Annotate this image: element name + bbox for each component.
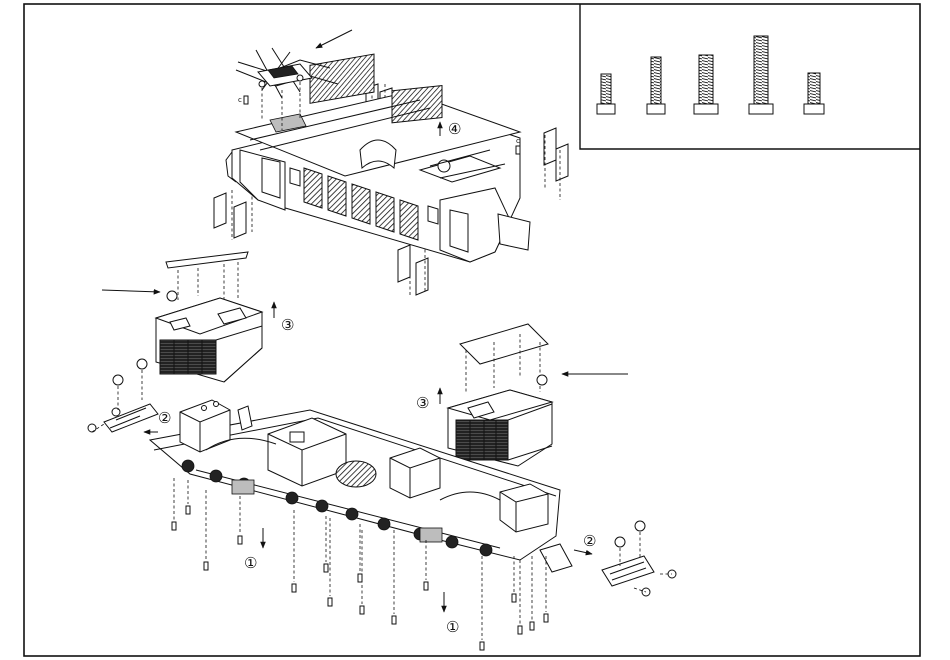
screw-label: c xyxy=(516,137,520,145)
body-screw-right: c xyxy=(516,137,520,154)
screw-short-1 xyxy=(597,74,615,114)
step-label-1-left: ① xyxy=(244,554,257,572)
motor-flywheel xyxy=(336,461,376,487)
screw-long xyxy=(749,36,773,114)
step-label-2-left: ② xyxy=(158,409,171,427)
step-label-4: ④ xyxy=(448,120,461,138)
hood-pointer-arrow xyxy=(102,290,160,292)
body-screw-left: c xyxy=(238,96,248,104)
screw-medium xyxy=(647,57,665,114)
step-label-1-right: ① xyxy=(446,618,459,636)
coupler-right xyxy=(602,521,676,596)
locomotive-body-shell xyxy=(214,54,568,296)
left-hood-assembly xyxy=(156,252,262,382)
coupler-left xyxy=(88,359,158,432)
step-label-3-left: ③ xyxy=(281,316,294,334)
screw-wide xyxy=(694,55,718,114)
screw-label: c xyxy=(238,96,242,104)
screw-reference-inset xyxy=(580,4,920,149)
coupler-arrow-right xyxy=(574,550,592,554)
screw-short-2 xyxy=(804,73,824,114)
right-hood-assembly xyxy=(448,324,552,466)
step-label-3-right: ③ xyxy=(416,394,429,412)
step-label-2-right: ② xyxy=(583,532,596,550)
pantograph-pointer-arrow xyxy=(316,30,352,48)
